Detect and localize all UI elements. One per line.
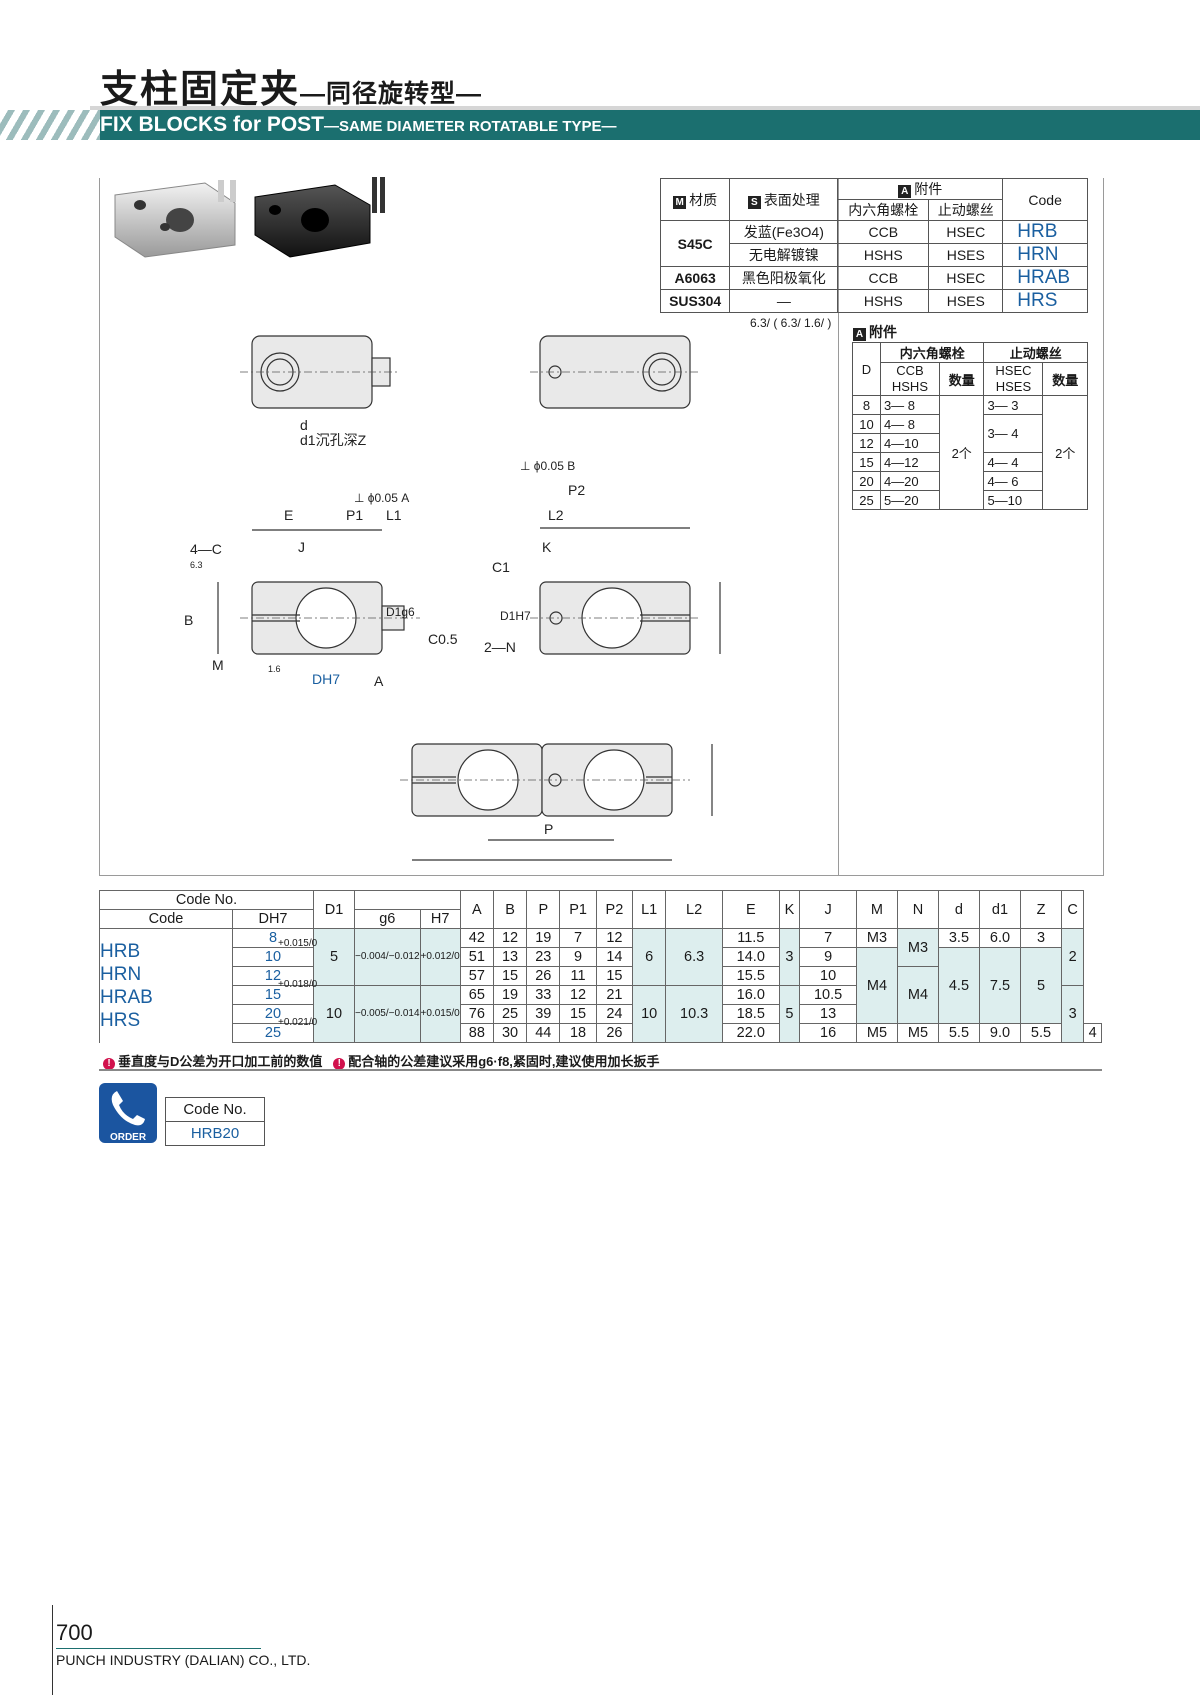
- table-row: 15 10 −0.005/−0.014 +0.015/0 65 19 33 12…: [100, 985, 1102, 1043]
- table-row: 25 5—20 5—10: [852, 490, 1088, 510]
- drawing-label: K: [542, 539, 552, 555]
- drawing-label: 2—N: [484, 639, 516, 655]
- table-row: 12 4—10: [852, 433, 1088, 453]
- table-row: 10 4— 8 3— 4: [852, 414, 1088, 453]
- table-row: 15 4—12 4— 4: [852, 452, 1088, 472]
- order-icon: ORDER: [99, 1083, 157, 1143]
- header-code: Code: [1002, 178, 1088, 221]
- dh7-tolerance-b: +0.018/0: [278, 979, 318, 990]
- drawing-label: P1: [346, 507, 363, 523]
- page-title-en: FIX BLOCKS for POST—SAME DIAMETER ROTATA…: [100, 113, 617, 136]
- drawing-label: 4—C: [190, 541, 222, 557]
- header-bar: [0, 110, 1200, 140]
- footer-rule: [56, 1648, 261, 1649]
- drawing-label: L2: [548, 507, 564, 523]
- table-row: SUS304 — HSHS HSES HRS: [659, 289, 1088, 313]
- black-block-image: [254, 177, 385, 258]
- company-name: PUNCH INDUSTRY (DALIAN) CO., LTD.: [56, 1652, 311, 1668]
- frame-divider: [838, 178, 839, 875]
- drawing-label: M: [212, 657, 224, 673]
- drawing-label: DH7: [312, 671, 340, 687]
- drawing-label: D1g6: [386, 605, 415, 619]
- drawing-labels: d d1沉孔深Z E P1 L1 J 4—C 6.3 B D1g6 C0.5 M…: [184, 417, 585, 837]
- header-stripes: [0, 110, 100, 140]
- notes: !垂直度与D公差为开口加工前的数值 !配合轴的公差建议采用g6·f8,紧固时,建…: [103, 1051, 660, 1070]
- drawing-label: ⊥ ϕ0.05 B: [520, 459, 575, 473]
- drawing-label: P2: [568, 482, 585, 498]
- drawing-label: d1沉孔深Z: [300, 432, 367, 448]
- notes-rule: [99, 1069, 1102, 1071]
- header-gray-rule: [90, 106, 1200, 111]
- table-row: A6063 黑色阳极氧化 CCB HSEC HRAB: [659, 266, 1088, 290]
- roughness-symbol: 6.3/ ( 6.3/ 1.6/ ): [750, 316, 832, 330]
- drawing-label: ⊥ ϕ0.05 A: [354, 491, 409, 505]
- drawing-label: C1: [492, 559, 510, 575]
- table-row: 25 88 30 44 18 26 22.0 16 M5 M5 5.5 9.0 …: [100, 1023, 1102, 1043]
- drawing-frame: [99, 178, 1104, 876]
- product-photo: [114, 177, 385, 258]
- technical-drawing: d d1沉孔深Z E P1 L1 J 4—C 6.3 B D1g6 C0.5 M…: [184, 335, 721, 861]
- dh7-tolerance-a: +0.015/0: [278, 938, 318, 949]
- header-set: 止动螺丝: [928, 199, 1004, 221]
- phone-icon: [111, 1091, 145, 1126]
- drawing-label: B: [184, 612, 193, 628]
- drawing-label: P: [544, 821, 553, 837]
- spec-table: Code No. D1 A B P P1 P2 L1 L2 E K J M N …: [99, 890, 1102, 1043]
- table-row: 12 57 15 26 11 15 15.5 10 M4: [100, 966, 1102, 1024]
- table-row: HRB HRN HRAB HRS 8 5 −0.004/−0.012 +0.01…: [99, 928, 1102, 1043]
- silver-block-image: [114, 180, 236, 258]
- drawing-label: L1: [386, 507, 402, 523]
- dh7-tolerance-c: +0.021/0: [278, 1017, 318, 1028]
- drawing-label: d: [300, 417, 308, 433]
- warning-icon: !: [333, 1058, 346, 1070]
- table-row: 10 51 13 23 9 14 14.0 9 M4 4.5 7.5 5: [100, 947, 1102, 1024]
- page-title: 支柱固定夹—同径旋转型—: [100, 69, 483, 111]
- drawing-label: D1H7: [500, 609, 531, 623]
- drawing-label: E: [284, 507, 293, 523]
- table-row: 20 4—20 4— 6: [852, 471, 1088, 491]
- page-subtitle-en: —SAME DIAMETER ROTATABLE TYPE—: [324, 118, 617, 135]
- page-subtitle: —同径旋转型—: [300, 80, 483, 108]
- drawing-label: 1.6: [268, 664, 281, 674]
- order-example-table: Code No. HRB20: [165, 1097, 265, 1146]
- footer-rule-vertical: [52, 1605, 53, 1695]
- table-row: S45C 发蓝(Fe3O4) CCB HSEC HRB: [659, 220, 1088, 267]
- warning-icon: !: [103, 1058, 115, 1070]
- page-number: 700: [56, 1620, 93, 1645]
- drawing-label: C0.5: [428, 631, 458, 647]
- drawing-label: J: [298, 539, 305, 555]
- drawing-label: 6.3: [190, 560, 203, 570]
- drawing-label: A: [374, 673, 384, 689]
- table-row: 8 3— 8 2个 3— 3 2个: [852, 395, 1088, 510]
- header-hex: 内六角螺栓: [837, 199, 930, 221]
